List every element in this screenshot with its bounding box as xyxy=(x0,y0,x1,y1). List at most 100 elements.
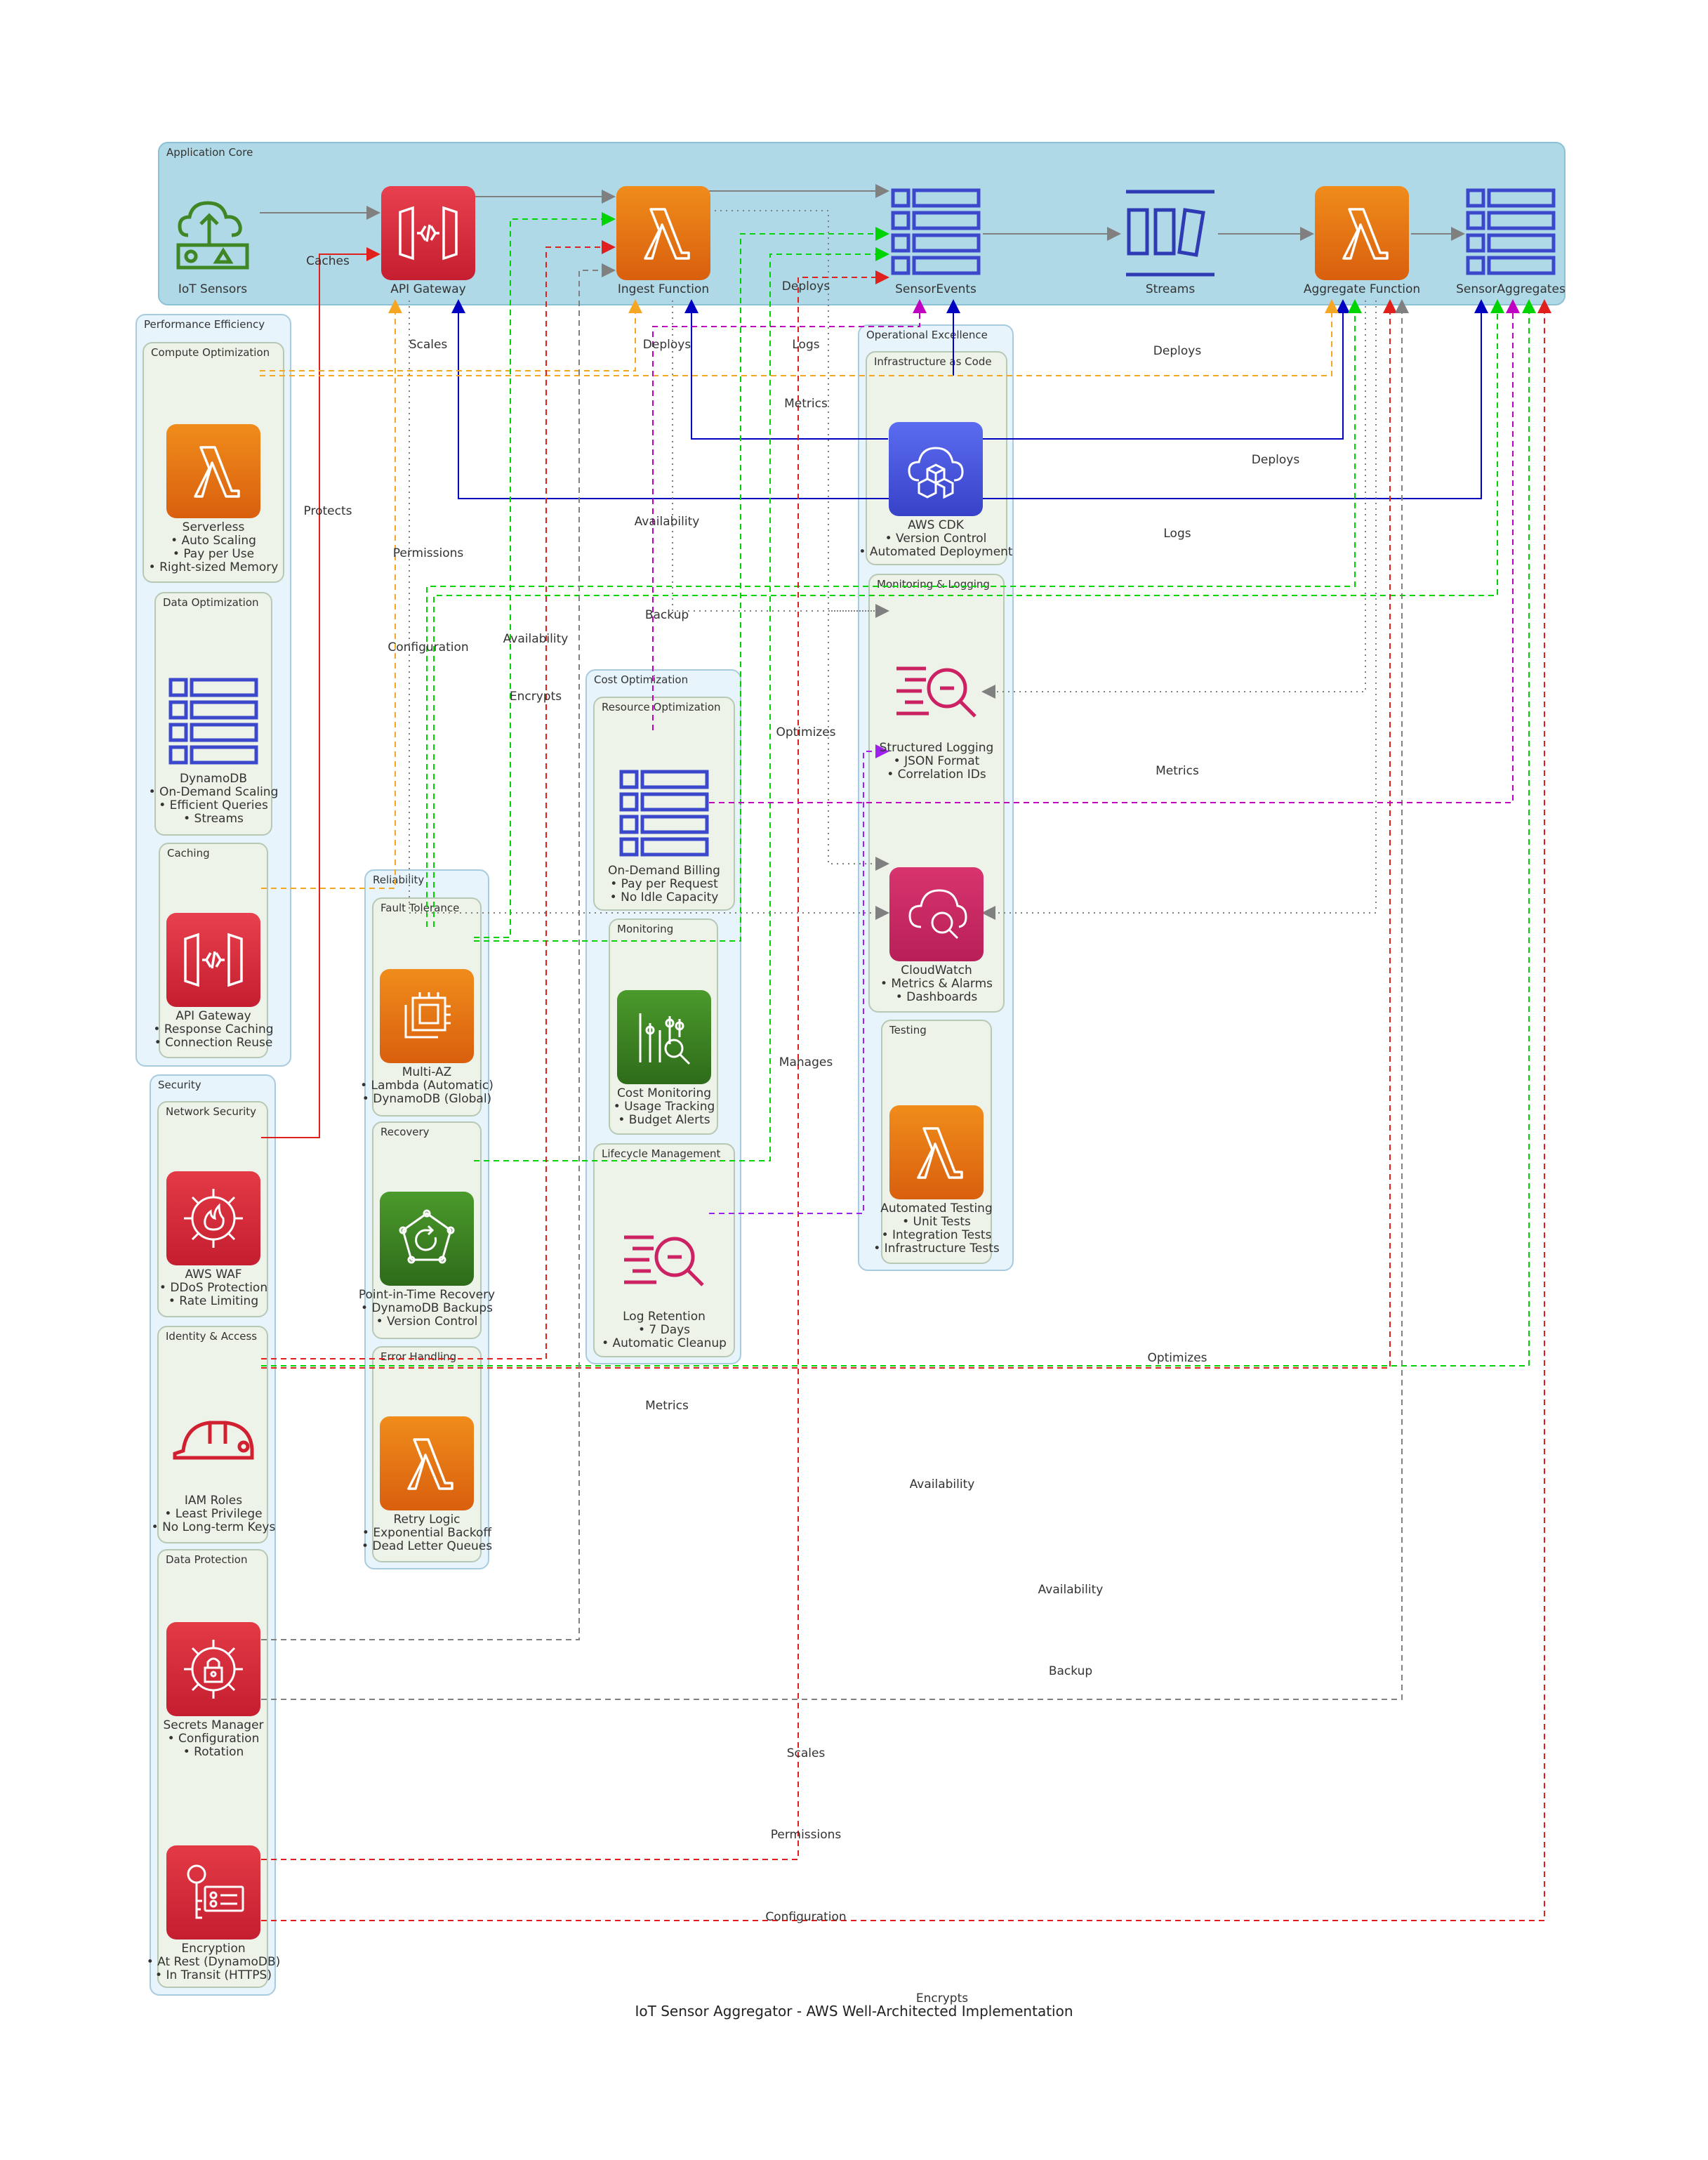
lambda-icon xyxy=(1315,186,1409,280)
edge-label: Configuration xyxy=(388,640,469,654)
edge-label: Metrics xyxy=(784,397,828,411)
iot-sensor-icon xyxy=(166,186,260,280)
edge-label: Deploys xyxy=(1153,344,1202,358)
node-cloudwatch[interactable]: CloudWatch • Metrics & Alarms • Dashboar… xyxy=(860,867,1013,1004)
node-label: Cost Monitoring • Usage Tracking • Budge… xyxy=(613,1086,715,1127)
node-label: CloudWatch • Metrics & Alarms • Dashboar… xyxy=(880,963,993,1004)
edge-label: Protects xyxy=(303,504,352,518)
edge-label: Permissions xyxy=(770,1828,842,1842)
node-cost-monitoring[interactable]: Cost Monitoring • Usage Tracking • Budge… xyxy=(593,990,735,1127)
edge-label: Backup xyxy=(644,608,689,622)
edge-label: Optimizes xyxy=(776,725,836,739)
log-search-icon xyxy=(617,1213,711,1308)
lambda-icon xyxy=(166,424,260,518)
edge-pitr-aggs xyxy=(261,299,1536,1367)
cluster-title: Operational Excellence xyxy=(866,329,988,341)
node-iot-sensors[interactable]: IoT Sensors xyxy=(164,186,262,296)
edge-multiaz-events xyxy=(474,227,889,942)
node-iam-roles[interactable]: IAM Roles • Least Privilege • No Long-te… xyxy=(143,1397,284,1534)
edge-backup-events xyxy=(672,301,888,612)
cost-explorer-icon xyxy=(617,990,711,1084)
node-dynamodb-optimization[interactable]: DynamoDB • On-Demand Scaling • Efficient… xyxy=(143,676,284,826)
cluster-title: Testing xyxy=(889,1024,927,1036)
edge-aggfn-metrics xyxy=(981,301,1377,920)
ec2-chip-icon xyxy=(380,969,474,1063)
edge-logret-structlog xyxy=(709,744,889,1214)
node-on-demand-billing[interactable]: On-Demand Billing • Pay per Request • No… xyxy=(593,768,735,904)
node-multi-az[interactable]: Multi-AZ • Lambda (Automatic) • DynamoDB… xyxy=(355,969,499,1106)
node-aggregate-function[interactable]: Aggregate Function xyxy=(1302,186,1422,296)
cluster-resource-optimization: Resource Optimization xyxy=(593,697,735,911)
dynamodb-table-icon xyxy=(166,676,260,770)
cluster-title: Lifecycle Management xyxy=(602,1147,721,1160)
node-label: Ingest Function xyxy=(617,282,710,296)
dynamodb-table-icon xyxy=(1464,186,1558,280)
node-label: Secrets Manager • Configuration • Rotati… xyxy=(163,1718,264,1759)
cluster-title: Application Core xyxy=(166,146,253,159)
node-serverless[interactable]: Serverless • Auto Scaling • Pay per Use … xyxy=(143,424,284,574)
dynamodb-table-icon xyxy=(617,768,711,862)
lambda-icon xyxy=(616,186,710,280)
cluster-title: Monitoring xyxy=(617,923,674,935)
cluster-title: Security xyxy=(158,1079,201,1091)
cluster-title: Identity & Access xyxy=(166,1330,258,1343)
secrets-lock-icon xyxy=(166,1622,260,1716)
edge-iam-ingest xyxy=(261,240,616,1359)
edge-ondemand-aggs xyxy=(709,299,1520,803)
api-gateway-icon xyxy=(381,186,475,280)
edge-iam-aggfn xyxy=(261,299,1397,1369)
node-point-in-time-recovery[interactable]: Point-in-Time Recovery • DynamoDB Backup… xyxy=(351,1192,503,1329)
log-search-icon xyxy=(889,645,984,739)
node-ingest-function[interactable]: Ingest Function xyxy=(607,186,720,296)
node-label: IoT Sensors xyxy=(178,282,248,296)
edge-label: Configuration xyxy=(765,1910,847,1924)
node-label: Point-in-Time Recovery • DynamoDB Backup… xyxy=(358,1288,496,1329)
edge-cdk-aggs xyxy=(983,299,1488,499)
node-log-retention[interactable]: Log Retention • 7 Days • Automatic Clean… xyxy=(593,1213,735,1350)
streams-icon xyxy=(1123,186,1217,280)
edge-label: Logs xyxy=(1163,527,1191,541)
edge-label: Permissions xyxy=(392,546,464,560)
node-label: Aggregate Function xyxy=(1303,282,1421,296)
node-structured-logging[interactable]: Structured Logging • JSON Format • Corre… xyxy=(860,645,1013,782)
iam-helmet-icon xyxy=(166,1397,260,1491)
edge-label: Optimizes xyxy=(1147,1351,1207,1365)
edge-label: Deploys xyxy=(781,279,830,294)
dynamodb-table-icon xyxy=(889,186,983,280)
cdk-cloud-icon xyxy=(889,422,983,516)
node-retry-logic[interactable]: Retry Logic • Exponential Backoff • Dead… xyxy=(355,1416,499,1553)
node-label: DynamoDB • On-Demand Scaling • Efficient… xyxy=(148,772,279,826)
node-label: Encryption • At Rest (DynamoDB) • In Tra… xyxy=(146,1942,281,1982)
cluster-title: Infrastructure as Code xyxy=(874,355,992,368)
node-label: AWS CDK • Version Control • Automated De… xyxy=(859,518,1013,559)
edge-label: Encrypts xyxy=(915,1991,969,2006)
edge-label: Encrypts xyxy=(509,690,562,704)
edge-label: Logs xyxy=(792,338,820,352)
cluster-title: Fault Tolerance xyxy=(380,902,460,914)
node-secrets-manager[interactable]: Secrets Manager • Configuration • Rotati… xyxy=(143,1622,284,1759)
node-label: IAM Roles • Least Privilege • No Long-te… xyxy=(151,1494,276,1534)
node-aws-waf[interactable]: AWS WAF • DDoS Protection • Rate Limitin… xyxy=(143,1171,284,1308)
cluster-title: Compute Optimization xyxy=(151,346,270,359)
lambda-icon xyxy=(380,1416,474,1510)
node-encryption[interactable]: Encryption • At Rest (DynamoDB) • In Tra… xyxy=(143,1845,284,1982)
edge-secrets-aggfn xyxy=(261,299,1409,1700)
edge-cdk-apigw xyxy=(451,299,934,499)
cluster-data-optimization: Data Optimization xyxy=(154,592,272,836)
node-api-gateway[interactable]: API Gateway xyxy=(379,186,477,296)
cluster-title: Reliability xyxy=(373,874,425,886)
node-label: SensorAggregates xyxy=(1456,282,1565,296)
node-sensor-aggregates[interactable]: SensorAggregates xyxy=(1455,186,1567,296)
node-label: API Gateway xyxy=(390,282,466,296)
node-label: Multi-AZ • Lambda (Automatic) • DynamoDB… xyxy=(360,1065,494,1106)
edge-label: Backup xyxy=(1048,1664,1093,1678)
node-aws-cdk[interactable]: AWS CDK • Version Control • Automated De… xyxy=(853,422,1019,559)
node-streams[interactable]: Streams xyxy=(1121,186,1219,296)
cluster-title: Network Security xyxy=(166,1105,256,1118)
node-api-gateway-caching[interactable]: API Gateway • Response Caching • Connect… xyxy=(143,913,284,1050)
backup-icon xyxy=(380,1192,474,1286)
firewall-icon xyxy=(166,1171,260,1265)
node-automated-testing[interactable]: Automated Testing • Unit Tests • Integra… xyxy=(860,1105,1013,1256)
node-sensor-events[interactable]: SensorEvents xyxy=(887,186,985,296)
